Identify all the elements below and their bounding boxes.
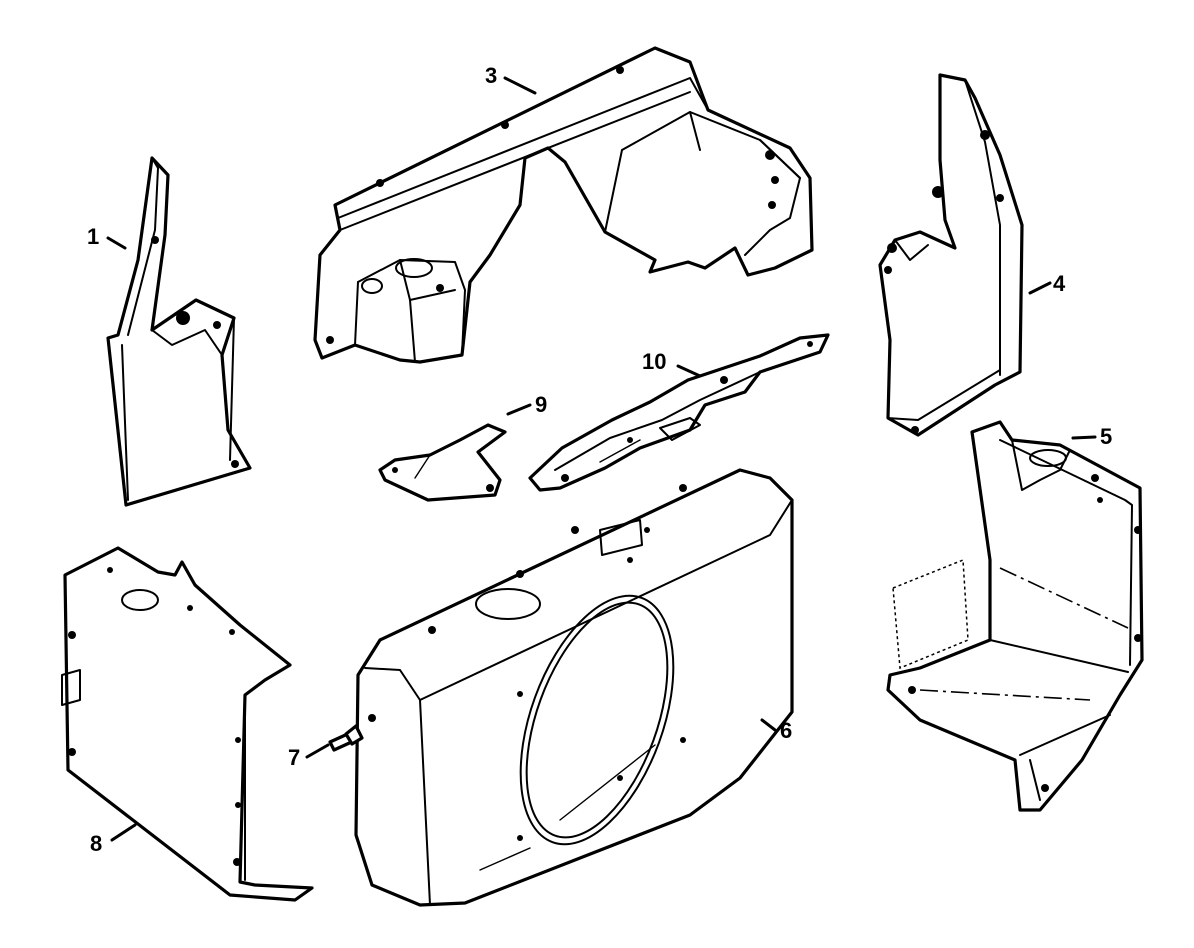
callout-5: 5 [1100, 424, 1112, 449]
callout-4: 4 [1053, 271, 1066, 296]
leader-line-6 [760, 718, 777, 732]
leader-line-4 [1028, 281, 1052, 295]
part-3-upper-shroud [313, 46, 814, 364]
leader-line-10 [676, 364, 702, 378]
part-9-plate [378, 423, 507, 502]
callout-6: 6 [780, 718, 792, 743]
part-5-lower-right-shroud [886, 420, 1144, 812]
callout-3: 3 [485, 63, 497, 88]
callout-1: 1 [87, 224, 99, 249]
part-1-left-panel [106, 156, 252, 507]
leader-line-9 [506, 403, 532, 416]
part-6-fan-shroud [354, 468, 794, 907]
callout-7: 7 [288, 745, 300, 770]
leader-line-5 [1071, 435, 1097, 440]
part-10-bracket [528, 333, 830, 492]
callout-9: 9 [535, 392, 547, 417]
part-4-right-panel [878, 73, 1024, 437]
callout-labels: 1 3 4 5 6 7 8 9 10 [87, 63, 1112, 856]
callout-8: 8 [90, 831, 102, 856]
leader-line-3 [503, 76, 537, 95]
leader-line-7 [305, 743, 330, 759]
callout-10: 10 [642, 349, 666, 374]
part-8-lower-left-shroud [61, 546, 314, 902]
leader-lines [106, 76, 1097, 842]
leader-line-1 [106, 236, 127, 250]
part-7-screw [328, 724, 364, 752]
leader-line-8 [110, 823, 137, 842]
